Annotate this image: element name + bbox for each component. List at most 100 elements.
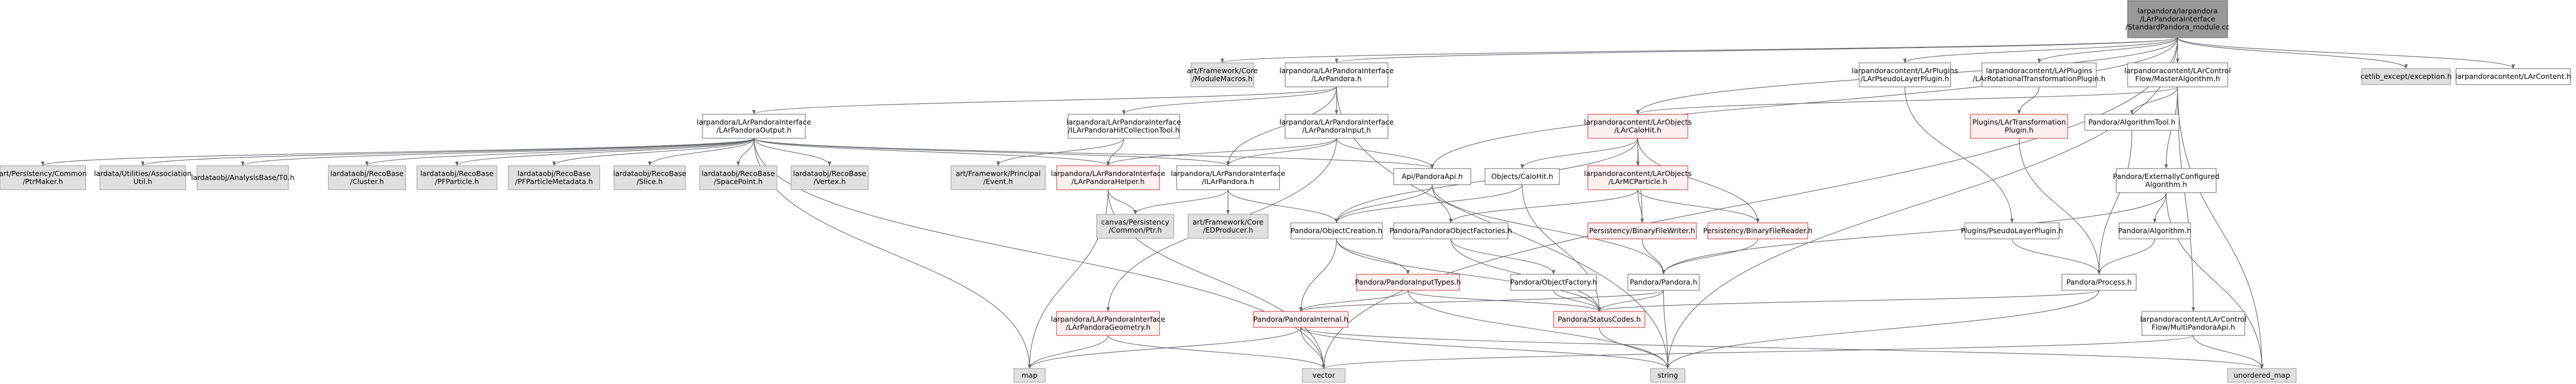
node-lpOutput[interactable]: larpandora/LArPandoraInterface/LArPandor…: [697, 114, 812, 139]
node-lparInterface[interactable]: larpandora/LArPandoraInterface/LArPandor…: [1279, 62, 1394, 87]
node-pseudoLayer[interactable]: Plugins/PseudoLayerPlugin.h: [1961, 222, 2063, 239]
node-canvasPtr[interactable]: canvas/Persistency/Common/Ptr.h: [1096, 214, 1174, 239]
edge-root-to-string: [1666, 37, 2178, 369]
edge-lpOutput-to-slice: [648, 138, 755, 166]
node-algTool[interactable]: Pandora/AlgorithmTool.h: [2084, 114, 2180, 131]
node-pandoraInternal[interactable]: Pandora/PandoraInternal.h: [1253, 311, 1349, 328]
node-statusCodes[interactable]: Pandora/StatusCodes.h: [1553, 311, 1646, 328]
edge-root-to-pseudoPlugin: [1903, 37, 2178, 63]
node-box: [508, 165, 600, 190]
node-multiPandora[interactable]: larpandoracontent/LArControlFlow/MultiPa…: [2140, 311, 2246, 336]
edge-multiPandora-to-vector: [1322, 335, 2194, 369]
node-label-line: lardataobj/RecoBase: [420, 169, 494, 178]
node-unorderedMap[interactable]: unordered_map: [2227, 368, 2297, 383]
node-objFactories[interactable]: Pandora/PandoraObjectFactories.h: [1390, 222, 1512, 239]
edge-lpOutput-to-apiPandora: [753, 138, 1434, 169]
node-box: [702, 114, 806, 139]
node-pfpMeta[interactable]: lardataobj/RecoBase/PFParticleMetadata.h: [508, 165, 600, 190]
edge-pluginsTrans-to-pandoraProcess: [2019, 138, 2101, 275]
node-label-line: Plugin.h: [2005, 126, 2033, 134]
node-box: [791, 165, 869, 190]
node-mcParticle[interactable]: larpandoracontent/LArObjects/LArMCPartic…: [1584, 165, 1692, 190]
node-caloHit[interactable]: larpandoracontent/LArObjects/LArCaloHit.…: [1584, 114, 1692, 139]
node-spacepoint[interactable]: lardataobj/RecoBase/SpacePoint.h: [699, 165, 777, 190]
node-artCore[interactable]: art/Framework/Core/ModuleMacros.h: [1187, 62, 1258, 87]
node-string[interactable]: string: [1650, 368, 1686, 383]
node-label-line: canvas/Persistency: [1101, 218, 1170, 226]
node-principalEvent[interactable]: art/Framework/Principal/Event.h: [950, 165, 1046, 190]
node-label-line: /SpacePoint.h: [714, 177, 763, 186]
node-lpHelper[interactable]: larpandora/LArPandoraInterface/LArPandor…: [1051, 165, 1166, 190]
node-binWriter[interactable]: Persistency/BinaryFileWriter.h: [1587, 222, 1697, 239]
node-cluster[interactable]: lardataobj/RecoBase/Cluster.h: [328, 165, 406, 190]
edge-lpOutput-to-vertex: [753, 138, 832, 166]
node-hitColl[interactable]: larpandora/LArPandoraInterface/ILArPando…: [1066, 114, 1181, 139]
node-vertex[interactable]: lardataobj/RecoBase/Vertex.h: [791, 165, 869, 190]
edge-mcParticle-to-objFactories: [1449, 189, 1639, 223]
node-box: [1627, 274, 1700, 291]
node-vector[interactable]: vector: [1302, 368, 1346, 383]
node-map[interactable]: map: [1013, 368, 1046, 383]
node-lpInput[interactable]: larpandora/LArPandoraInterface/LArPandor…: [1279, 114, 1394, 139]
node-label-line: larpandora/LArPandoraInterface: [1051, 315, 1166, 323]
node-box: [2118, 222, 2191, 239]
node-objCreation[interactable]: Pandora/ObjectCreation.h: [1290, 222, 1383, 239]
node-box: [196, 165, 289, 190]
node-pfparticle[interactable]: lardataobj/RecoBase/PFParticle.h: [416, 165, 497, 190]
node-t0[interactable]: lardataobj/AnalysisBase/T0.h: [191, 165, 295, 190]
node-label-line: /EDProducer.h: [1203, 226, 1253, 234]
node-larContent[interactable]: larpandoracontent/LArContent.h: [2455, 68, 2571, 85]
node-rotPlugin[interactable]: larpandoracontent/LArPlugins/LArRotation…: [1973, 62, 2106, 87]
node-box: [1190, 62, 1254, 87]
edge-masterAlg-to-multiPandora: [2177, 86, 2196, 312]
node-box: [1587, 114, 1688, 139]
node-masterAlg[interactable]: larpandoracontent/LArControlFlow/MasterA…: [2124, 62, 2231, 87]
node-label-line: /Event.h: [984, 177, 1013, 186]
edge-masterAlg-to-unorderedMap: [2177, 86, 2264, 369]
node-label-line: Pandora/ObjectCreation.h: [1291, 226, 1383, 235]
node-label-line: lardataobj/RecoBase: [330, 169, 404, 178]
node-ilarPandora[interactable]: larpandora/LArPandoraInterface/ILArPando…: [1171, 165, 1286, 190]
node-label-line: Pandora/AlgorithmTool.h: [2088, 118, 2176, 126]
node-binReader[interactable]: Persistency/BinaryFileReader.h: [1703, 222, 1813, 239]
node-apiPandora[interactable]: Api/PandoraApi.h: [1393, 168, 1471, 185]
edge-extConfigAlg-to-unorderedMap: [2165, 192, 2264, 369]
node-inputTypes[interactable]: Pandora/PandoraInputTypes.h: [1355, 274, 1461, 291]
node-pandoraH[interactable]: Pandora/Pandora.h: [1627, 274, 1700, 291]
node-label-line: Pandora/PandoraObjectFactories.h: [1390, 226, 1512, 235]
node-box: [1859, 62, 1951, 87]
edge-lpOutput-to-t0: [241, 138, 755, 166]
node-label-line: larpandoracontent/LArControl: [2140, 315, 2246, 323]
node-box: [1393, 168, 1471, 185]
node-label-line: Pandora/PandoraInternal.h: [1253, 315, 1348, 323]
node-ptMaker[interactable]: art/Persistency/Common/PtrMaker.h: [0, 165, 87, 190]
edge-lpGeometry-to-map: [1028, 335, 1109, 369]
edge-root-to-lparInterface: [1335, 37, 2178, 63]
node-edProducer[interactable]: art/Framework/Core/EDProducer.h: [1187, 214, 1269, 239]
node-pandoraAlg[interactable]: Pandora/Algorithm.h: [2118, 222, 2192, 239]
node-box: [613, 165, 686, 190]
node-label-line: art/Persistency/Common: [0, 169, 87, 178]
node-box: [1650, 368, 1686, 383]
node-label-line: lardataobj/RecoBase: [701, 169, 775, 178]
node-root[interactable]: larpandora/larpandora/LArPandoraInterfac…: [2125, 0, 2230, 38]
node-label-line: lardataobj/RecoBase: [793, 169, 866, 178]
node-pseudoPlugin[interactable]: larpandoracontent/LArPlugins/LArPseudoLa…: [1852, 62, 1958, 87]
node-label-line: /Slice.h: [637, 177, 663, 186]
node-label-line: Flow/MultiPandoraApi.h: [2152, 323, 2235, 331]
edge-apiPandora-to-pandoraH: [1431, 184, 1666, 275]
node-lpGeometry[interactable]: larpandora/LArPandoraInterface/LArPandor…: [1051, 311, 1166, 336]
node-cetlib[interactable]: cetlib_except/exception.h: [2361, 68, 2452, 85]
node-objCaloHit[interactable]: Objects/CaloHit.h: [1484, 168, 1560, 185]
node-box: [1253, 311, 1349, 328]
node-slice[interactable]: lardataobj/RecoBase/Slice.h: [613, 165, 687, 190]
edge-mcParticle-to-binReader: [1637, 189, 1760, 223]
node-box: [1013, 368, 1046, 383]
node-box: [1302, 368, 1346, 383]
node-pandoraProcess[interactable]: Pandora/Process.h: [2061, 274, 2137, 291]
node-label-line: Plugins/LArTransformation: [1972, 118, 2066, 126]
node-objFactory[interactable]: Pandora/ObjectFactory.h: [1510, 274, 1597, 291]
